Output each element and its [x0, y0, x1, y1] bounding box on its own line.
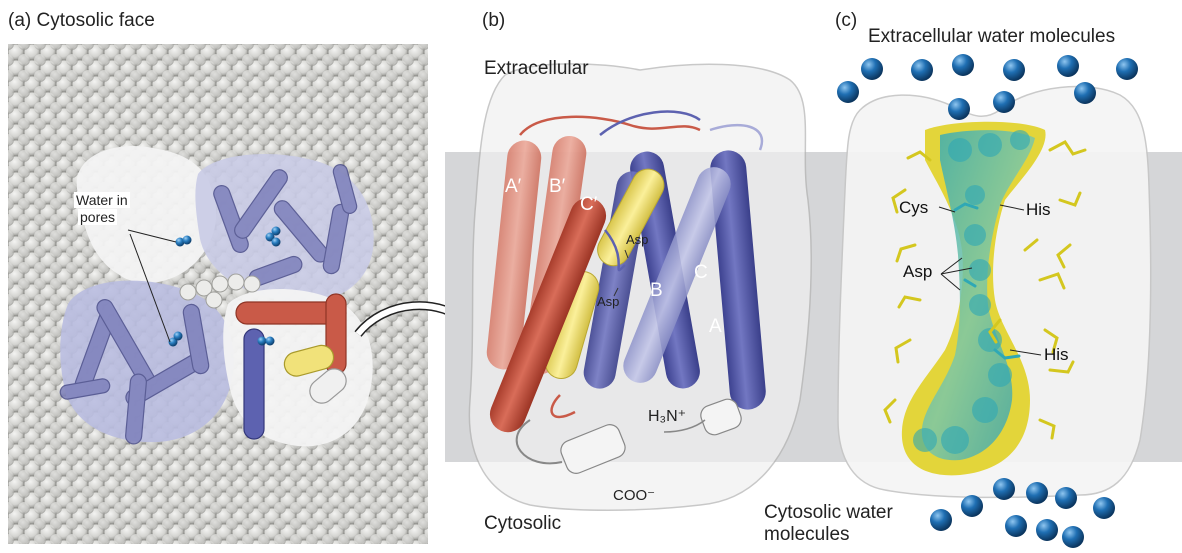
asp-leaders [613, 249, 629, 297]
helices-bottomleft [59, 299, 210, 445]
asp-label-bottom: Asp [597, 294, 620, 309]
pore-residues [953, 202, 1021, 360]
panel-b-label: (b) [482, 10, 506, 31]
cytosolic-label: Cytosolic [484, 513, 562, 534]
his-bottom-label: His [1044, 345, 1069, 364]
protein-surface-topleft [76, 146, 217, 284]
his-top-label: His [1026, 200, 1051, 219]
extracellular-label: Extracellular [484, 58, 589, 79]
asp-label-top: Asp [626, 232, 649, 247]
termini-segments [515, 398, 742, 474]
asp-label: Asp [903, 262, 933, 281]
channel-surface [837, 85, 1152, 499]
c-terminus-label: COO⁻ [613, 487, 656, 504]
water-molecules-in-pores [168, 226, 281, 347]
panel-a-image: Water in pores [8, 44, 428, 544]
water-in-pores-label-2: pores [78, 209, 118, 225]
water-label-leaders [127, 229, 177, 343]
helix-label-c-prime: C′ [580, 194, 598, 215]
helices-back-red [486, 136, 587, 374]
cytosolic-water-label-2: molecules [764, 524, 850, 545]
helix-label-b-prime: B′ [549, 176, 566, 197]
membrane-band [445, 152, 1182, 462]
helix-c-prime [489, 197, 607, 433]
protein-envelope [468, 63, 813, 511]
connecting-loops [519, 110, 764, 419]
cytosolic-water-molecules [930, 478, 1115, 548]
pore-lining [901, 121, 1046, 476]
panel-c-label: (c) [835, 10, 858, 31]
extracellular-water-molecules [837, 54, 1138, 120]
helix-label-b: B [650, 280, 663, 301]
helix-label-c: C [694, 262, 708, 283]
helix-label-a-prime: A′ [505, 176, 522, 197]
helices-bottomright [235, 293, 347, 440]
n-terminus-label: H₃N⁺ [648, 408, 687, 425]
side-chains [883, 140, 1087, 440]
panel-c-leaders [938, 204, 1042, 356]
helices-blue [583, 150, 766, 410]
panel-a-label: (a) Cytosolic face [8, 10, 155, 31]
extracellular-water-label: Extracellular water molecules [868, 26, 1116, 47]
panel-a-graphic [8, 44, 428, 544]
helix-label-a: A [709, 316, 722, 337]
cys-label: Cys [899, 198, 929, 217]
helices-topright [213, 164, 358, 287]
lipid-bead-chain [179, 273, 261, 309]
cytosolic-water-label-1: Cytosolic water [764, 502, 893, 523]
water-in-pores-label-1: Water in [74, 192, 130, 208]
